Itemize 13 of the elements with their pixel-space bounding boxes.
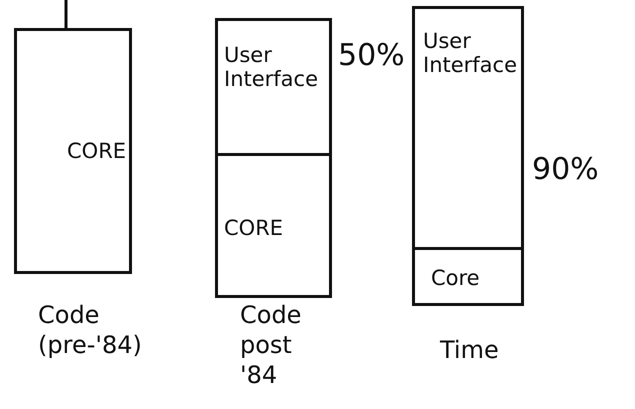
column-box — [412, 6, 524, 306]
section-label: Core — [431, 266, 481, 290]
percentage-label: 50% — [338, 38, 405, 73]
section-label: User Interface — [423, 29, 518, 78]
column-caption: Code post '84 — [240, 300, 302, 390]
column-caption: Time — [440, 335, 500, 365]
column-caption: Code (pre-'84) — [38, 300, 143, 360]
section-label: CORE — [224, 216, 284, 240]
column-box — [215, 18, 332, 298]
percentage-label: 90% — [532, 152, 599, 187]
column-box — [14, 28, 132, 274]
section-label: User Interface — [224, 43, 320, 92]
section-label: CORE — [67, 139, 127, 164]
